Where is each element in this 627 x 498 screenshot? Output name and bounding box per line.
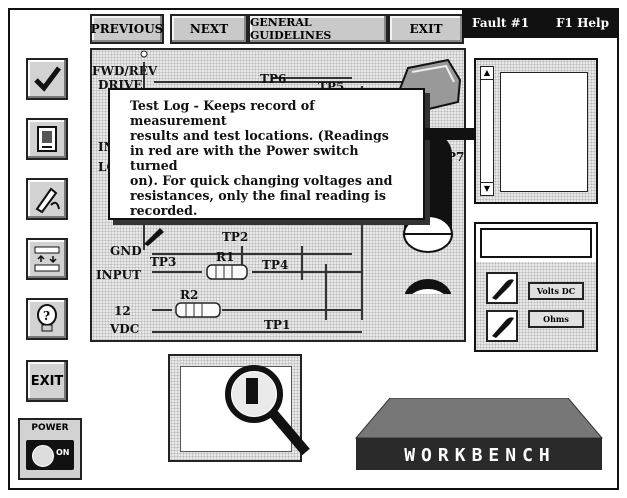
pen-icon [35, 187, 60, 214]
test-log-list [500, 72, 588, 192]
power-knob-icon [32, 445, 54, 467]
tp2-label[interactable]: TP2 [222, 230, 249, 244]
power-label: POWER [31, 423, 69, 433]
test-log-panel: ▲ ▼ [474, 58, 598, 204]
resistor-r1 [206, 264, 248, 280]
fwd-rev-label: FWD/REV [92, 64, 158, 78]
tp1-label[interactable]: TP1 [264, 318, 291, 332]
magnifier-icon [225, 365, 310, 456]
checkmark-icon [34, 66, 61, 92]
transfer-icon [34, 246, 60, 272]
fault-label: Fault #1 [472, 16, 530, 30]
resistor-r2 [175, 302, 221, 318]
general-guidelines-button[interactable]: GENERAL GUIDELINES [248, 14, 388, 44]
red-probe-button[interactable] [486, 310, 518, 342]
tp7-label[interactable]: TP7 [438, 150, 465, 164]
volts-dc-button[interactable]: Volts DC [528, 282, 584, 300]
test-log-tool-button[interactable] [26, 118, 68, 160]
lightbulb-icon: ? [37, 304, 57, 332]
document-icon [37, 126, 57, 152]
next-button[interactable]: NEXT [170, 14, 248, 44]
hint-tool-button[interactable]: ? [26, 298, 68, 340]
header-bar: Fault #1 F1 Help [462, 8, 619, 38]
black-probe-button[interactable] [486, 272, 518, 304]
power-state: ON [56, 448, 70, 457]
workbench-label[interactable]: WORKBENCH [404, 444, 556, 466]
workbench-graphic [354, 398, 604, 470]
scroll-up-icon[interactable]: ▲ [481, 67, 493, 80]
transfer-tool-button[interactable] [26, 238, 68, 280]
probe-cursor-icon [144, 228, 164, 246]
exit-top-button[interactable]: EXIT [388, 14, 464, 44]
tp4-label[interactable]: TP4 [262, 258, 289, 272]
power-switch[interactable]: ON [26, 440, 74, 470]
scroll-down-icon[interactable]: ▼ [481, 182, 493, 195]
12-label: 12 [114, 304, 131, 318]
exit-side-button[interactable]: EXIT [26, 360, 68, 402]
meter-display [480, 228, 592, 258]
r2-label: R2 [180, 288, 199, 302]
input-label: INPUT [96, 268, 141, 282]
tooltip-line: in red are with the Power switch turned [130, 143, 359, 173]
r1-label: R1 [216, 250, 235, 264]
vdc-label: VDC [110, 322, 140, 336]
probe-icon [492, 279, 514, 300]
tooltip-line: on). For quick changing voltages and [130, 173, 393, 188]
ohms-button[interactable]: Ohms [528, 310, 584, 328]
tooltip-line: resistances, only the final reading is [130, 188, 386, 203]
tooltip-line: Test Log - Keeps record of measurement [130, 98, 315, 128]
checkmark-tool-button[interactable] [26, 58, 68, 100]
test-log-scrollbar[interactable]: ▲ ▼ [480, 66, 494, 196]
tp3-label[interactable]: TP3 [150, 255, 177, 269]
pen-tool-button[interactable] [26, 178, 68, 220]
power-panel: POWER ON [18, 418, 82, 480]
previous-button[interactable]: PREVIOUS [90, 14, 164, 44]
tooltip-line: results and test locations. (Readings [130, 128, 389, 143]
help-label[interactable]: F1 Help [556, 16, 609, 30]
test-log-tooltip: Test Log - Keeps record of measurement r… [108, 88, 425, 220]
tooltip-line: recorded. [130, 203, 198, 218]
svg-text:?: ? [43, 309, 50, 323]
gnd-label: GND [110, 244, 142, 258]
probe-icon [492, 317, 514, 338]
tp6-label[interactable]: TP6 [260, 72, 287, 86]
